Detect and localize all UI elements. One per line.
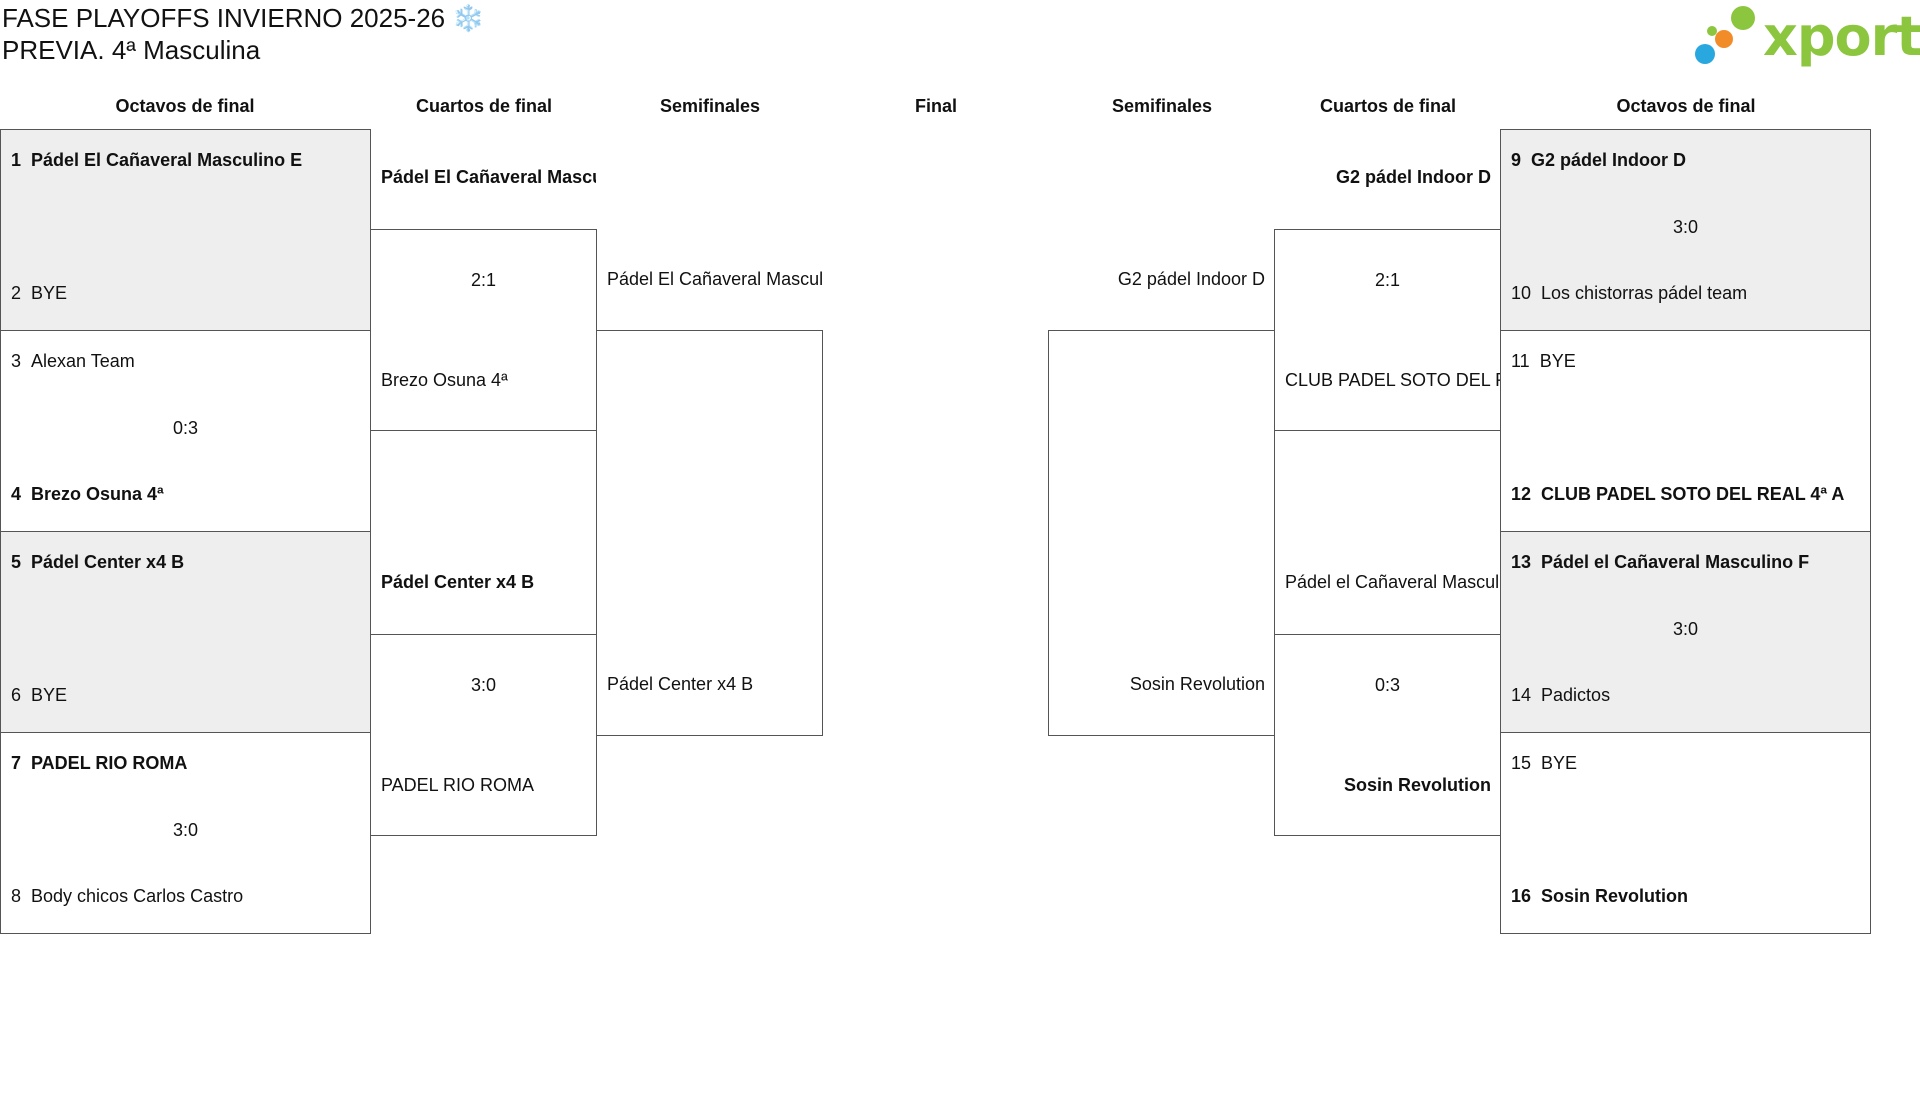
round-header-cuartos-left: Cuartos de final [415, 96, 553, 116]
semis-team: G2 pádel Indoor D [1117, 269, 1265, 289]
match-score: 0:3 [1374, 675, 1401, 695]
logo-dot-icon [1715, 30, 1733, 48]
match-cuartos-2[interactable] [370, 634, 597, 836]
round-header-final: Final [914, 96, 957, 116]
cuartos-team: G2 pádel Indoor D [1335, 167, 1491, 187]
page-title: FASE PLAYOFFS INVIERNO 2025-26 ❄️ [2, 3, 485, 33]
semis-team: Pádel El Cañaveral Masculino E [607, 269, 822, 289]
match-cuartos-4[interactable] [1274, 634, 1501, 836]
round-header-semis-right: Semifinales [1111, 96, 1213, 116]
round-header-octavos-right: Octavos de final [1616, 96, 1756, 116]
cuartos-team: Pádel Center x4 B [381, 572, 535, 592]
logo-text: xporty [1763, 5, 1920, 68]
match-cuartos-3[interactable] [1274, 229, 1501, 431]
match-score: 3:0 [470, 675, 497, 695]
page-subtitle: PREVIA. 4ª Masculina [2, 35, 261, 65]
match-cuartos-1[interactable] [370, 229, 597, 431]
round-header-octavos-left: Octavos de final [115, 96, 255, 116]
match-score: 2:1 [1374, 270, 1401, 290]
logo-dot-icon [1707, 26, 1717, 36]
match-score: 2:1 [470, 270, 497, 290]
round-header-cuartos-right: Cuartos de final [1319, 96, 1457, 116]
match-semis-left[interactable] [596, 330, 823, 736]
cuartos-team: PADEL RIO ROMA [381, 775, 535, 795]
cuartos-team: Brezo Osuna 4ª [381, 370, 508, 390]
cuartos-team: CLUB PADEL SOTO DEL REAL 4ª A [1285, 370, 1500, 390]
logo-dot-icon [1695, 44, 1715, 64]
cuartos-team: Sosin Revolution [1343, 775, 1491, 795]
match-score: 3:0 [1672, 217, 1699, 237]
logo-dot-icon [1731, 6, 1755, 30]
semis-team: Sosin Revolution [1129, 674, 1265, 694]
xporty-logo: xporty [1693, 4, 1920, 70]
cuartos-team: Pádel el Cañaveral Masculino F [1285, 572, 1500, 592]
semis-team: Pádel Center x4 B [607, 674, 754, 694]
match-semis-right[interactable] [1048, 330, 1275, 736]
match-score: 0:3 [172, 418, 199, 438]
cuartos-team: Pádel El Cañaveral Masculino E [381, 167, 596, 187]
round-header-semis-left: Semifinales [659, 96, 761, 116]
match-score: 3:0 [1672, 619, 1699, 639]
match-score: 3:0 [172, 820, 199, 840]
